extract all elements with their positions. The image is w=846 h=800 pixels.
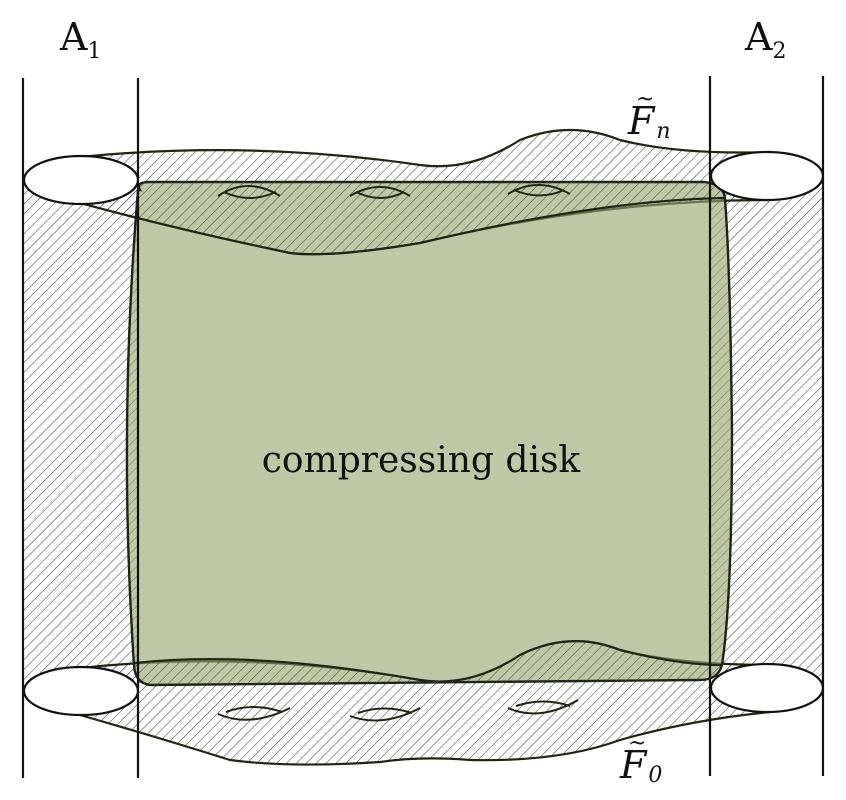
fn-lower-edge [79,196,726,256]
center-label: compressing disk [262,440,582,481]
annulus-a1 [23,178,138,690]
compressing-disk [125,180,734,687]
tilde-f0: ~ [628,731,646,756]
label-a1: A1 [59,15,101,64]
tilde-fn: ~ [636,87,654,112]
handles-top [217,184,571,199]
label-a2: A2 [744,15,786,64]
handles-bottom [217,699,579,722]
ellipse-a2-bottom [709,662,825,714]
label-fn: Fn [627,99,671,144]
label-f0: F0 [619,743,662,788]
ellipse-a1-top [22,154,140,206]
disk-hatch-overlay [126,182,732,685]
ellipse-a1-bottom [22,665,140,717]
tube-lines [21,76,825,778]
ellipse-a2-top [709,150,825,202]
f0-upper-edge [134,640,723,683]
